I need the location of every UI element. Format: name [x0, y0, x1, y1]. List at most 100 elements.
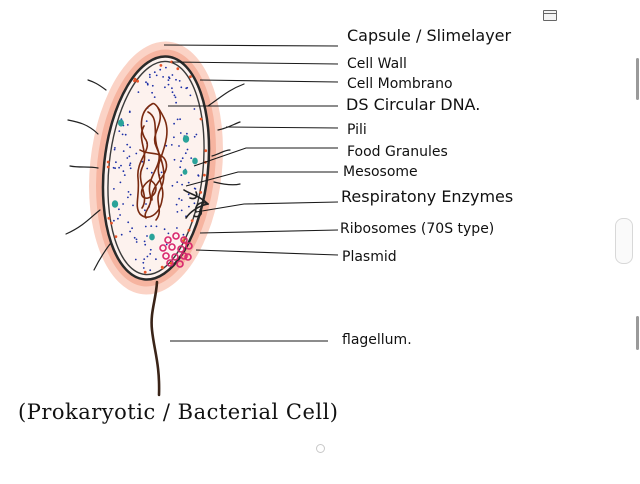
label-plasmid: Plasmid — [342, 249, 397, 265]
ribosome-dot — [176, 227, 178, 229]
capsule-dot — [169, 261, 173, 265]
plasmid-ring — [159, 244, 167, 252]
leader-line — [199, 79, 339, 83]
ribosome-dot — [187, 181, 190, 184]
ribosome-dot — [126, 124, 129, 126]
ribosome-dot — [175, 203, 178, 206]
leader-line — [193, 147, 338, 167]
ribosome-dot — [134, 258, 137, 261]
ribosome-dot — [137, 91, 140, 93]
label-respiratory-enzymes: Respiratony Enzymes — [341, 187, 514, 206]
ribosome-dot — [180, 160, 182, 163]
ribosome-dot — [180, 86, 183, 89]
ribosome-dot — [144, 209, 146, 212]
ribosome-dot — [167, 83, 170, 86]
ribosome-dot — [149, 253, 152, 255]
ribosome-dot — [122, 150, 125, 153]
ribosome-dot — [190, 157, 193, 160]
ribosome-dot — [119, 214, 121, 216]
ribosome-dot — [114, 147, 116, 149]
ribosome-dot — [178, 80, 181, 82]
plasmid-ring — [180, 236, 188, 244]
ribosome-dot — [142, 261, 145, 264]
ribosome-dot — [131, 227, 134, 230]
ribosome-dot — [193, 202, 196, 205]
ribosome-dot — [186, 86, 189, 89]
capsule-dot — [190, 219, 194, 223]
ribosome-dot — [122, 203, 124, 205]
ribosome-dot — [171, 184, 174, 187]
leader-line — [195, 249, 339, 256]
ribosome-dot — [117, 217, 119, 220]
ribosome-dot — [146, 235, 148, 237]
ribosome-dot — [150, 225, 153, 228]
ribosome-dot — [179, 132, 182, 134]
ribosome-dot — [193, 187, 196, 190]
capsule-dot — [199, 191, 203, 194]
plasmid-ring — [180, 252, 188, 260]
mesosome — [183, 189, 209, 219]
capsule-dot — [133, 79, 136, 83]
ribosome-dot — [186, 132, 188, 135]
label-dna: DS Circular DNA. — [346, 95, 481, 114]
plasmid-ring — [184, 253, 192, 261]
ribosome-dot — [113, 219, 115, 222]
ribosome-dot — [178, 197, 181, 200]
ribosome-dot — [188, 205, 190, 208]
ribosome-dot — [118, 130, 121, 133]
pili — [65, 79, 245, 271]
capsule-dot — [199, 117, 203, 121]
ribosome-dot — [179, 166, 182, 169]
window-icon[interactable] — [543, 10, 557, 21]
label-cell-membrane: Cell Mombrano — [347, 76, 453, 92]
ribosome-dot — [168, 77, 171, 80]
ribosome-dot — [145, 120, 148, 122]
ribosome-dot — [149, 269, 152, 272]
ribosome-dot — [127, 191, 130, 193]
ribosome-dot — [148, 159, 150, 162]
leader-line — [171, 61, 339, 65]
edge-scrollbar-bottom[interactable] — [636, 316, 639, 350]
ribosome-dot — [175, 78, 177, 81]
edge-scrollbar-top[interactable] — [636, 58, 639, 100]
ribosome-dot — [167, 232, 170, 235]
ribosome-dot — [165, 66, 167, 69]
ribosome-dot — [193, 108, 196, 110]
ribosome-dot — [119, 181, 122, 184]
ribosome-dot — [135, 241, 138, 243]
ribosome-dot — [113, 148, 116, 151]
capsule-dot — [106, 165, 110, 169]
ribosome-dot — [143, 240, 146, 243]
leader-line — [195, 201, 339, 213]
capsule-dot — [114, 235, 118, 239]
ribosome-dot — [118, 208, 120, 211]
label-pili: Pili — [347, 122, 367, 138]
ribosome-dot — [142, 267, 145, 269]
ribosome-dot — [173, 136, 175, 139]
ribosome-dot — [148, 73, 151, 76]
plasmid-ring — [172, 232, 180, 240]
ribosome-dot — [123, 174, 126, 177]
page-indicator-icon — [316, 444, 325, 453]
capsule-dot — [187, 228, 191, 232]
plasmid-ring — [168, 243, 176, 251]
leader-line — [163, 44, 339, 47]
scroll-handle-icon[interactable] — [615, 218, 633, 264]
ribosome-dot — [176, 211, 179, 213]
ribosome-dot — [186, 148, 189, 151]
ribosome-dot — [164, 86, 166, 89]
ribosome-dot — [155, 74, 158, 77]
ribosome-dot — [181, 183, 184, 186]
capsule-dot — [136, 79, 140, 83]
ribosome-dot — [133, 236, 136, 239]
ribosome-dot — [193, 135, 196, 138]
ribosome-dot — [145, 203, 147, 205]
capsule-dot — [182, 239, 185, 242]
ribosome-dot — [129, 193, 132, 196]
leader-line — [199, 229, 339, 234]
ribosome-dot — [151, 91, 154, 94]
ribosome-dot — [182, 233, 185, 236]
capsule-dot — [176, 67, 180, 71]
ribosome-dot — [149, 248, 152, 251]
